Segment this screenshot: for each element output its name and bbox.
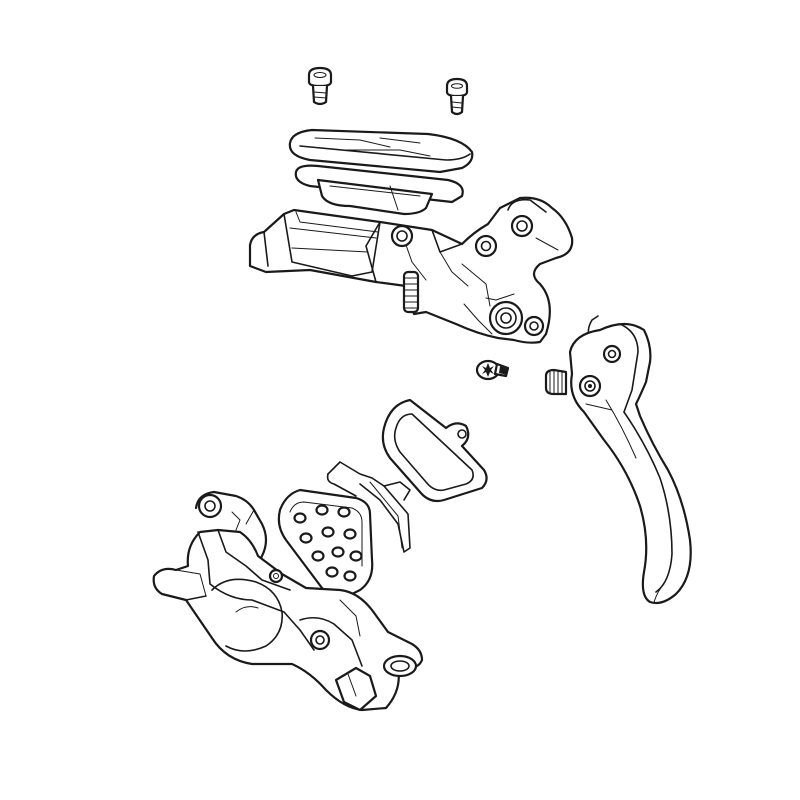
pivot-bolt — [475, 359, 510, 381]
reservoir-cap — [288, 128, 474, 174]
clamp-bolt-left — [307, 66, 333, 106]
brake-pad-outer — [381, 398, 488, 503]
caliper-body — [152, 490, 424, 712]
reservoir-diaphragm — [294, 164, 464, 216]
pad-holes — [293, 504, 363, 582]
lever-blade — [544, 315, 692, 605]
brake-pad-inner — [277, 488, 374, 599]
clamp-bolt-right — [445, 77, 469, 116]
pad-spring — [326, 461, 411, 553]
lever-body — [248, 196, 574, 344]
